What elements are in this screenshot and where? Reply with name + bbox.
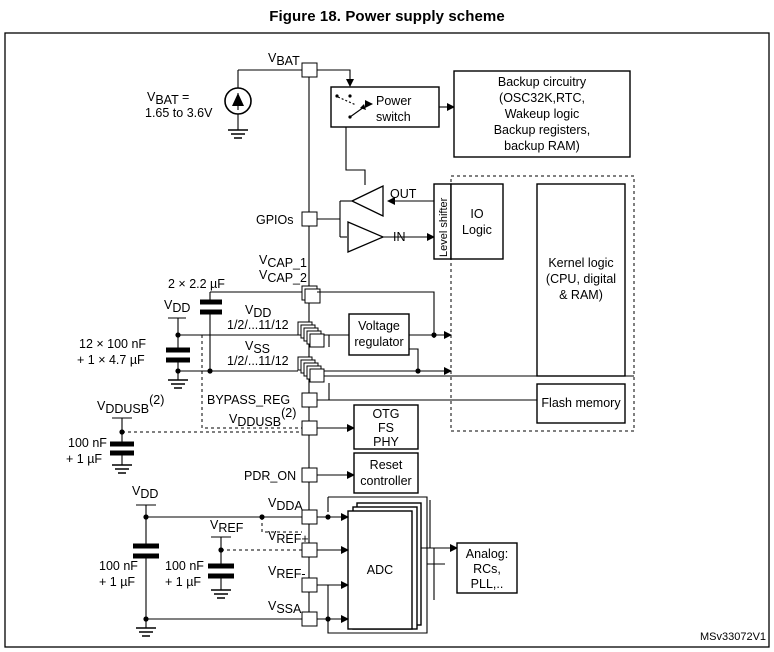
figure-ref: MSv33072V1 bbox=[700, 631, 766, 643]
kernel-label-3: & RAM) bbox=[559, 288, 603, 302]
vreg-label-1: Voltage bbox=[358, 319, 400, 333]
analog-rc-pll-block bbox=[456, 542, 518, 594]
vref-label: VREF bbox=[210, 518, 244, 535]
pin-vddusb-label: VDDUSB(2) bbox=[229, 406, 296, 429]
otg-fs-phy-block bbox=[353, 404, 419, 450]
pin-vrefp-label: VREF+ bbox=[268, 529, 309, 546]
power-switch-label-2: switch bbox=[376, 110, 411, 124]
analog-label-3: PLL,.. bbox=[471, 577, 504, 591]
backup-line-1: Backup circuitry bbox=[498, 75, 587, 89]
pin-pdr-on-label: PDR_ON bbox=[244, 469, 296, 483]
io-logic-label-1: IO bbox=[470, 207, 483, 221]
pin-vrefm-label: VREF- bbox=[268, 564, 306, 581]
vdd1-label: VDD bbox=[164, 298, 190, 315]
backup-circuitry-block bbox=[453, 70, 631, 158]
backup-line-3: Wakeup logic bbox=[505, 107, 580, 121]
vdd2-label: VDD bbox=[132, 484, 158, 501]
reset-label-1: Reset bbox=[370, 458, 403, 472]
pin-vss-ratio: 1/2/...11/12 bbox=[227, 354, 289, 368]
flash-memory-block bbox=[536, 383, 626, 424]
cap-vcap-label: 2 × 2.2 µF bbox=[168, 277, 225, 291]
reset-label-2: controller bbox=[360, 474, 411, 488]
vbat-ext-label: VBAT = bbox=[147, 90, 189, 107]
core-domain-boundary bbox=[450, 175, 635, 432]
cap-vref-label-2: + 1 µF bbox=[165, 575, 201, 589]
kernel-label-1: Kernel logic bbox=[548, 256, 613, 270]
otg-label-3: PHY bbox=[373, 435, 399, 449]
pin-vssa bbox=[301, 611, 318, 627]
vbat-external-source: VBAT = 1.65 to 3.6V bbox=[145, 69, 302, 139]
pin-vcap1-label: VCAP_1 bbox=[259, 253, 307, 270]
cap-vdda-label-2: + 1 µF bbox=[99, 575, 135, 589]
pin-vssa-label: VSSA bbox=[268, 599, 302, 616]
io-logic-block bbox=[450, 183, 504, 260]
pin-vddusb bbox=[301, 420, 318, 436]
out-label: OUT bbox=[390, 187, 417, 201]
cap-vdd-label-2: + 1 × 4.7 µF bbox=[77, 353, 145, 367]
cap-vref-label-1: 100 nF bbox=[165, 559, 204, 573]
power-switch-block bbox=[330, 86, 440, 128]
vddusb-ext-label: VDDUSB(2) bbox=[97, 393, 164, 416]
flash-memory-label: Flash memory bbox=[541, 396, 621, 410]
vss-pin-stack bbox=[297, 356, 325, 383]
pin-vdda-label: VDDA bbox=[268, 496, 303, 513]
adc-label: ADC bbox=[367, 563, 393, 577]
backup-line-5: backup RAM) bbox=[504, 139, 580, 153]
analog-label-1: Analog: bbox=[466, 547, 508, 561]
cap-vdd-label-1: 12 × 100 nF bbox=[79, 337, 146, 351]
io-logic-label-2: Logic bbox=[462, 223, 492, 237]
out-buffer bbox=[350, 184, 384, 218]
kernel-logic-block bbox=[536, 183, 626, 377]
pin-gpios bbox=[301, 211, 318, 227]
kernel-label-2: (CPU, digital bbox=[546, 272, 616, 286]
figure-title: Figure 18. Power supply scheme bbox=[269, 8, 505, 25]
pin-vbat-label: VBAT bbox=[268, 51, 300, 68]
in-label: IN bbox=[393, 230, 406, 244]
pin-vdd-ratio: 1/2/...11/12 bbox=[227, 318, 289, 332]
otg-label-1: OTG bbox=[372, 407, 399, 421]
pin-gpios-label: GPIOs bbox=[256, 213, 294, 227]
reset-controller-block bbox=[353, 452, 419, 494]
otg-label-2: FS bbox=[378, 421, 394, 435]
cap-usb-label-2: + 1 µF bbox=[66, 452, 102, 466]
cap-usb-label-1: 100 nF bbox=[68, 436, 107, 450]
pin-bypass-reg bbox=[301, 392, 318, 408]
pin-vss-label: VSS bbox=[245, 339, 270, 356]
in-buffer bbox=[347, 221, 385, 253]
cap-vdda-label-1: 100 nF bbox=[99, 559, 138, 573]
level-shifter-label: Level shifter bbox=[438, 197, 450, 257]
pin-bypass-reg-label: BYPASS_REG bbox=[207, 393, 290, 407]
pin-vdda bbox=[301, 509, 318, 525]
pin-vcap2-label: VCAP_2 bbox=[259, 268, 307, 285]
pin-pdr-on bbox=[301, 467, 318, 483]
power-switch-label-1: Power bbox=[376, 94, 411, 108]
pin-vdd-label: VDD bbox=[245, 303, 271, 320]
vdd-pin-stack bbox=[297, 321, 325, 348]
backup-line-2: (OSC32K,RTC, bbox=[499, 91, 585, 105]
vreg-label-2: regulator bbox=[354, 335, 403, 349]
vbat-range: 1.65 to 3.6V bbox=[145, 106, 213, 120]
backup-line-4: Backup registers, bbox=[494, 123, 591, 137]
figure-frame bbox=[4, 32, 770, 648]
adc-block bbox=[347, 510, 413, 630]
voltage-regulator-block bbox=[348, 313, 410, 356]
pin-vbat bbox=[301, 62, 318, 78]
analog-label-2: RCs, bbox=[473, 562, 501, 576]
